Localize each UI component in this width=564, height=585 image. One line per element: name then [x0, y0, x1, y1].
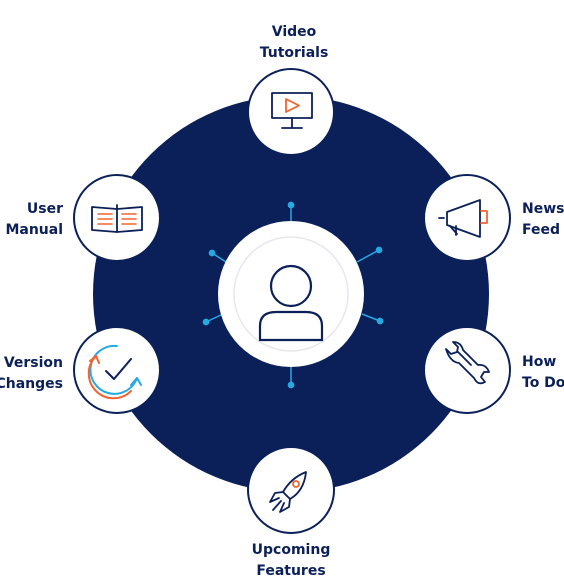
label-video-tutorials-line1: Video: [271, 24, 317, 40]
node-version-changes[interactable]: [73, 326, 161, 414]
label-upcoming-features[interactable]: Upcoming Features: [252, 540, 331, 582]
label-version-changes-line2: Changes: [0, 376, 63, 392]
center-node: [218, 221, 364, 367]
connector-lower-right: [361, 313, 384, 325]
connector-upper-right: [356, 246, 383, 263]
label-version-changes[interactable]: Version Changes: [0, 353, 63, 395]
wrench-icon: [445, 341, 490, 385]
connector-lower-left: [202, 313, 224, 326]
label-video-tutorials[interactable]: Video Tutorials: [260, 22, 329, 64]
user-avatar-icon: [258, 264, 324, 342]
refresh-check-icon: [87, 344, 142, 400]
connector-bottom: [287, 365, 295, 389]
node-video-tutorials[interactable]: [247, 68, 335, 156]
label-user-manual[interactable]: User Manual: [5, 199, 63, 241]
megaphone-icon: [438, 199, 488, 238]
connector-top: [287, 201, 295, 223]
rocket-icon: [269, 471, 307, 513]
label-video-tutorials-line2: Tutorials: [259, 45, 329, 61]
label-how-to-do-line2: To Do: [522, 375, 564, 391]
label-version-changes-line1: Version: [3, 355, 63, 371]
label-news-feed-line2: Feed: [522, 222, 561, 238]
node-news-feed[interactable]: [423, 174, 511, 262]
label-how-to-do[interactable]: How To Do: [522, 352, 564, 394]
label-upcoming-features-line1: Upcoming: [251, 542, 331, 558]
node-upcoming-features[interactable]: [247, 446, 335, 534]
label-user-manual-line1: User: [26, 201, 63, 217]
node-how-to-do[interactable]: [423, 326, 511, 414]
label-how-to-do-line1: How: [522, 354, 557, 370]
connectors: [202, 201, 384, 389]
node-user-manual[interactable]: [73, 174, 161, 262]
connector-upper-left: [208, 249, 227, 263]
monitor-play-icon: [271, 92, 313, 129]
label-user-manual-line2: Manual: [5, 222, 63, 238]
label-news-feed[interactable]: News Feed: [522, 199, 564, 241]
label-upcoming-features-line2: Features: [256, 563, 326, 579]
label-news-feed-line1: News: [522, 201, 564, 217]
open-book-icon: [91, 204, 143, 233]
